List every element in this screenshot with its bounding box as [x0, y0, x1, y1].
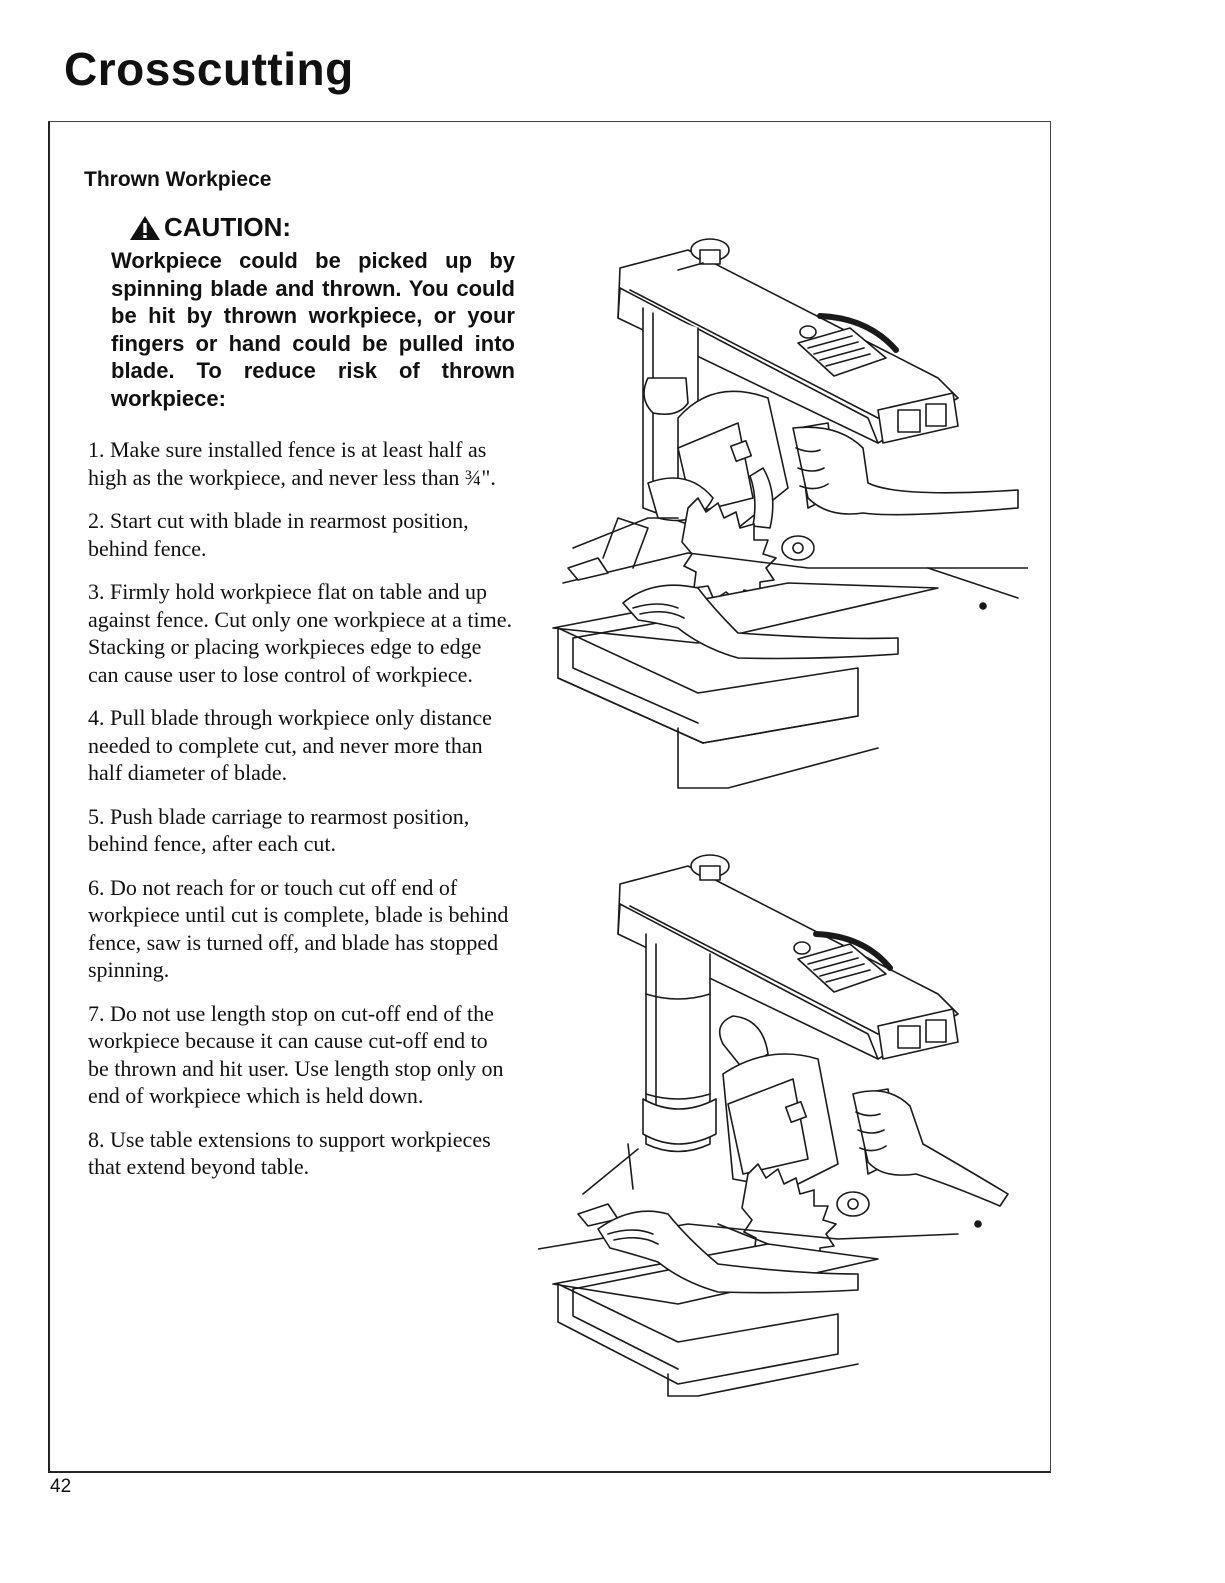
step-item: 3. Firmly hold workpiece flat on table a… — [88, 579, 512, 687]
step-item: 8. Use table extensions to support workp… — [88, 1126, 491, 1180]
step-item: 2. Start cut with blade in rearmost posi… — [88, 508, 469, 561]
step-item: 5. Push blade carriage to rearmost posit… — [88, 803, 470, 857]
content-frame — [48, 121, 1051, 1473]
radial-arm-saw-crosscut-pull-illustration — [538, 854, 1009, 1397]
caution-text: Workpiece could be picked up by spinning… — [111, 248, 515, 411]
step-item: 4. Pull blade through workpiece only dis… — [88, 705, 492, 785]
step-item: 6. Do not reach for or touch cut off end… — [88, 874, 509, 983]
step-item: 7. Do not use length stop on cut-off end… — [88, 1000, 504, 1109]
section-heading: Thrown Workpiece — [84, 168, 272, 191]
caution-label: CAUTION: — [164, 212, 292, 242]
radial-arm-saw-crosscut-start-illustration — [552, 238, 1028, 789]
steps-list: 1. Make sure installed fence is at least… — [88, 436, 512, 1197]
warning-triangle-icon — [130, 215, 160, 240]
page-number: 42 — [50, 1476, 72, 1497]
caution-title: CAUTION: — [128, 212, 291, 243]
step-item: 1. Make sure installed fence is at least… — [88, 437, 496, 490]
page-title: Crosscutting — [64, 43, 354, 95]
